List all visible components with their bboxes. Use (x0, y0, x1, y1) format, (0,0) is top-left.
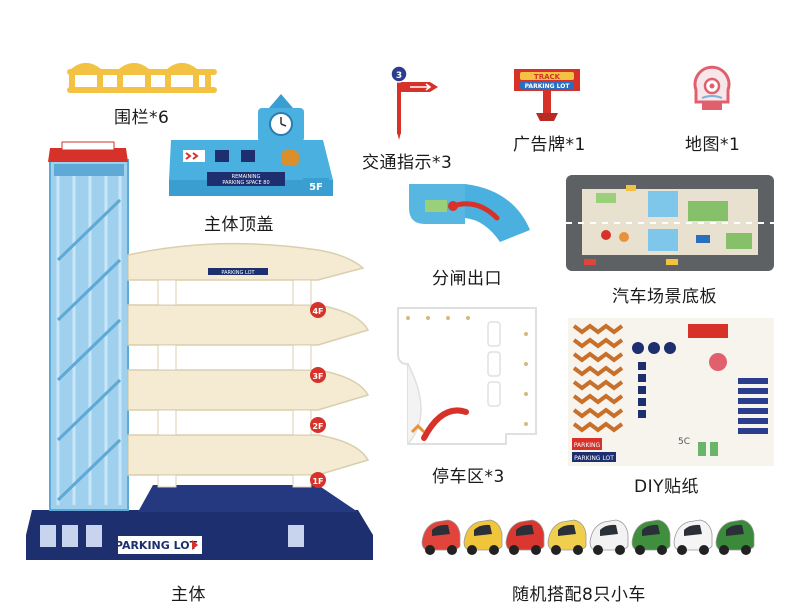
traffic-sign-image: 3 (390, 65, 438, 140)
parking-area-image (397, 307, 537, 445)
green-car-2 (715, 519, 755, 555)
top-cover-image: REMAINING PARKING SPACE 80 5F (169, 94, 333, 196)
sticker-lot-text: PARKING LOT (574, 455, 614, 462)
floor-markers: 4F 3F 2F 1F (310, 302, 326, 488)
diy-sticker-image: PARKING PARKING LOT 5C (568, 318, 774, 466)
top-cover-label: 主体顶盖 (204, 215, 274, 235)
gate-exit-image (409, 184, 530, 242)
traffic-sign-label: 交通指示*3 (362, 153, 453, 173)
floor-4f: 4F (312, 307, 323, 316)
fence-image (67, 63, 217, 93)
scene-base-label: 汽车场景底板 (612, 287, 717, 307)
scene-base-image (566, 175, 774, 271)
map-label: 地图*1 (685, 135, 741, 155)
sticker-code-text: 5C (678, 437, 690, 447)
billboard-bottom-text: PARKING LOT (525, 83, 571, 90)
billboard-image: TRACK PARKING LOT (514, 69, 580, 121)
floor-1f: 1F (312, 477, 323, 486)
floor-3f: 3F (312, 372, 323, 381)
parking-space-text: PARKING SPACE 80 (222, 180, 269, 186)
cars-group (421, 519, 755, 555)
white-car-2 (673, 519, 713, 555)
red-car-2 (505, 519, 545, 555)
sticker-parking-text: PARKING (574, 442, 601, 449)
floor-2f: 2F (312, 422, 323, 431)
yellow-car-1 (463, 519, 503, 555)
top-floor-text: 5F (309, 182, 323, 193)
cars-label: 随机搭配8只小车 (512, 585, 646, 605)
white-car-1 (589, 519, 629, 555)
yellow-car-2 (547, 519, 587, 555)
diy-sticker-label: DIY贴纸 (634, 477, 699, 497)
map-image (693, 65, 731, 110)
gate-exit-label: 分闸出口 (432, 269, 502, 289)
parking-lot-strip-text: PARKING LOT (221, 270, 255, 276)
parking-lot-sign-text: PARKING LOT (115, 539, 198, 552)
remaining-text: REMAINING (232, 174, 261, 180)
billboard-top-text: TRACK (534, 73, 561, 81)
red-car-1 (421, 519, 461, 555)
billboard-label: 广告牌*1 (513, 135, 586, 155)
traffic-sign-number: 3 (396, 71, 402, 81)
main-body-label: 主体 (171, 585, 206, 605)
fence-label: 围栏*6 (114, 108, 170, 128)
main-body-image: PARKING LOT PARKING LOT 4F 3F 2F 1F (26, 141, 373, 560)
parking-area-label: 停车区*3 (432, 467, 505, 487)
green-car-1 (631, 519, 671, 555)
